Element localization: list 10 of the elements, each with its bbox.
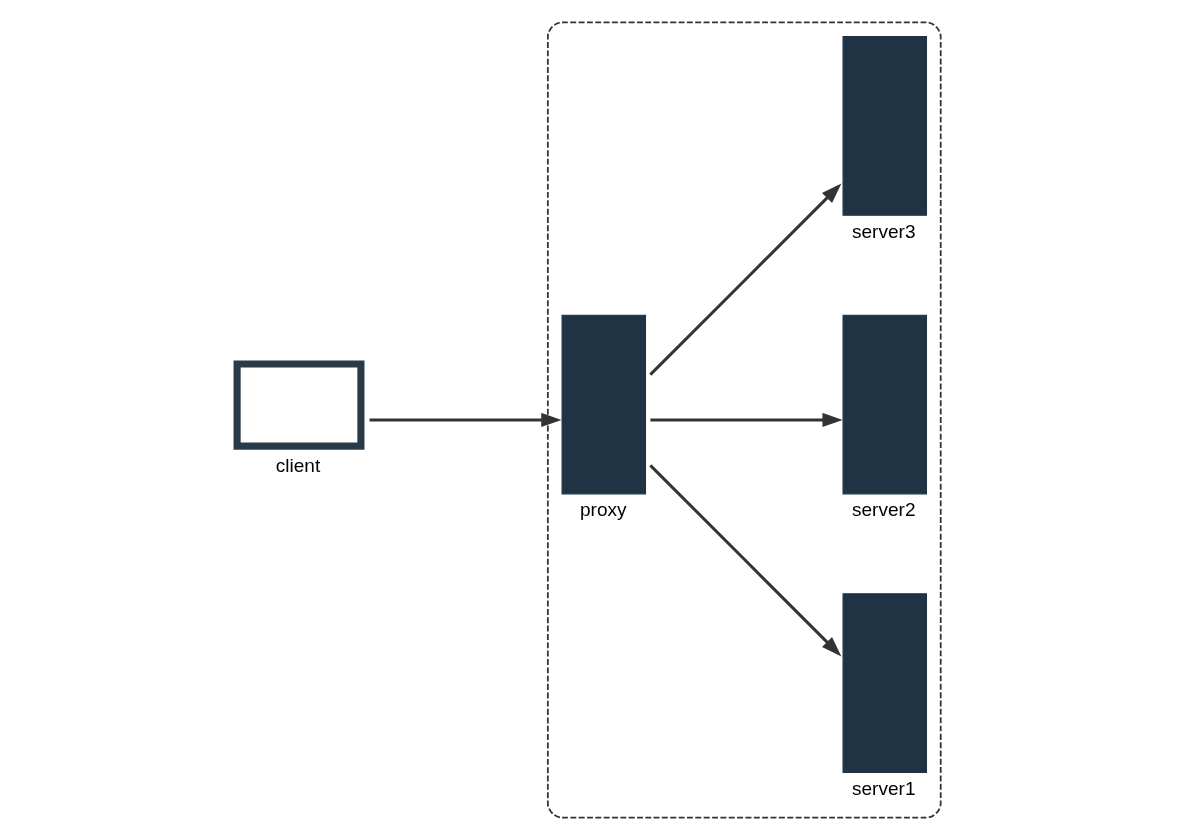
node-label: proxy [579,499,627,521]
node-label: client [275,455,320,477]
node-label: server1 [851,777,915,799]
arrow [648,183,841,376]
cluster [546,21,942,819]
arrow [369,412,562,428]
node-label: server3 [851,220,915,242]
arrow [649,412,843,428]
arrow [648,464,841,657]
node-label: server2 [851,499,915,521]
